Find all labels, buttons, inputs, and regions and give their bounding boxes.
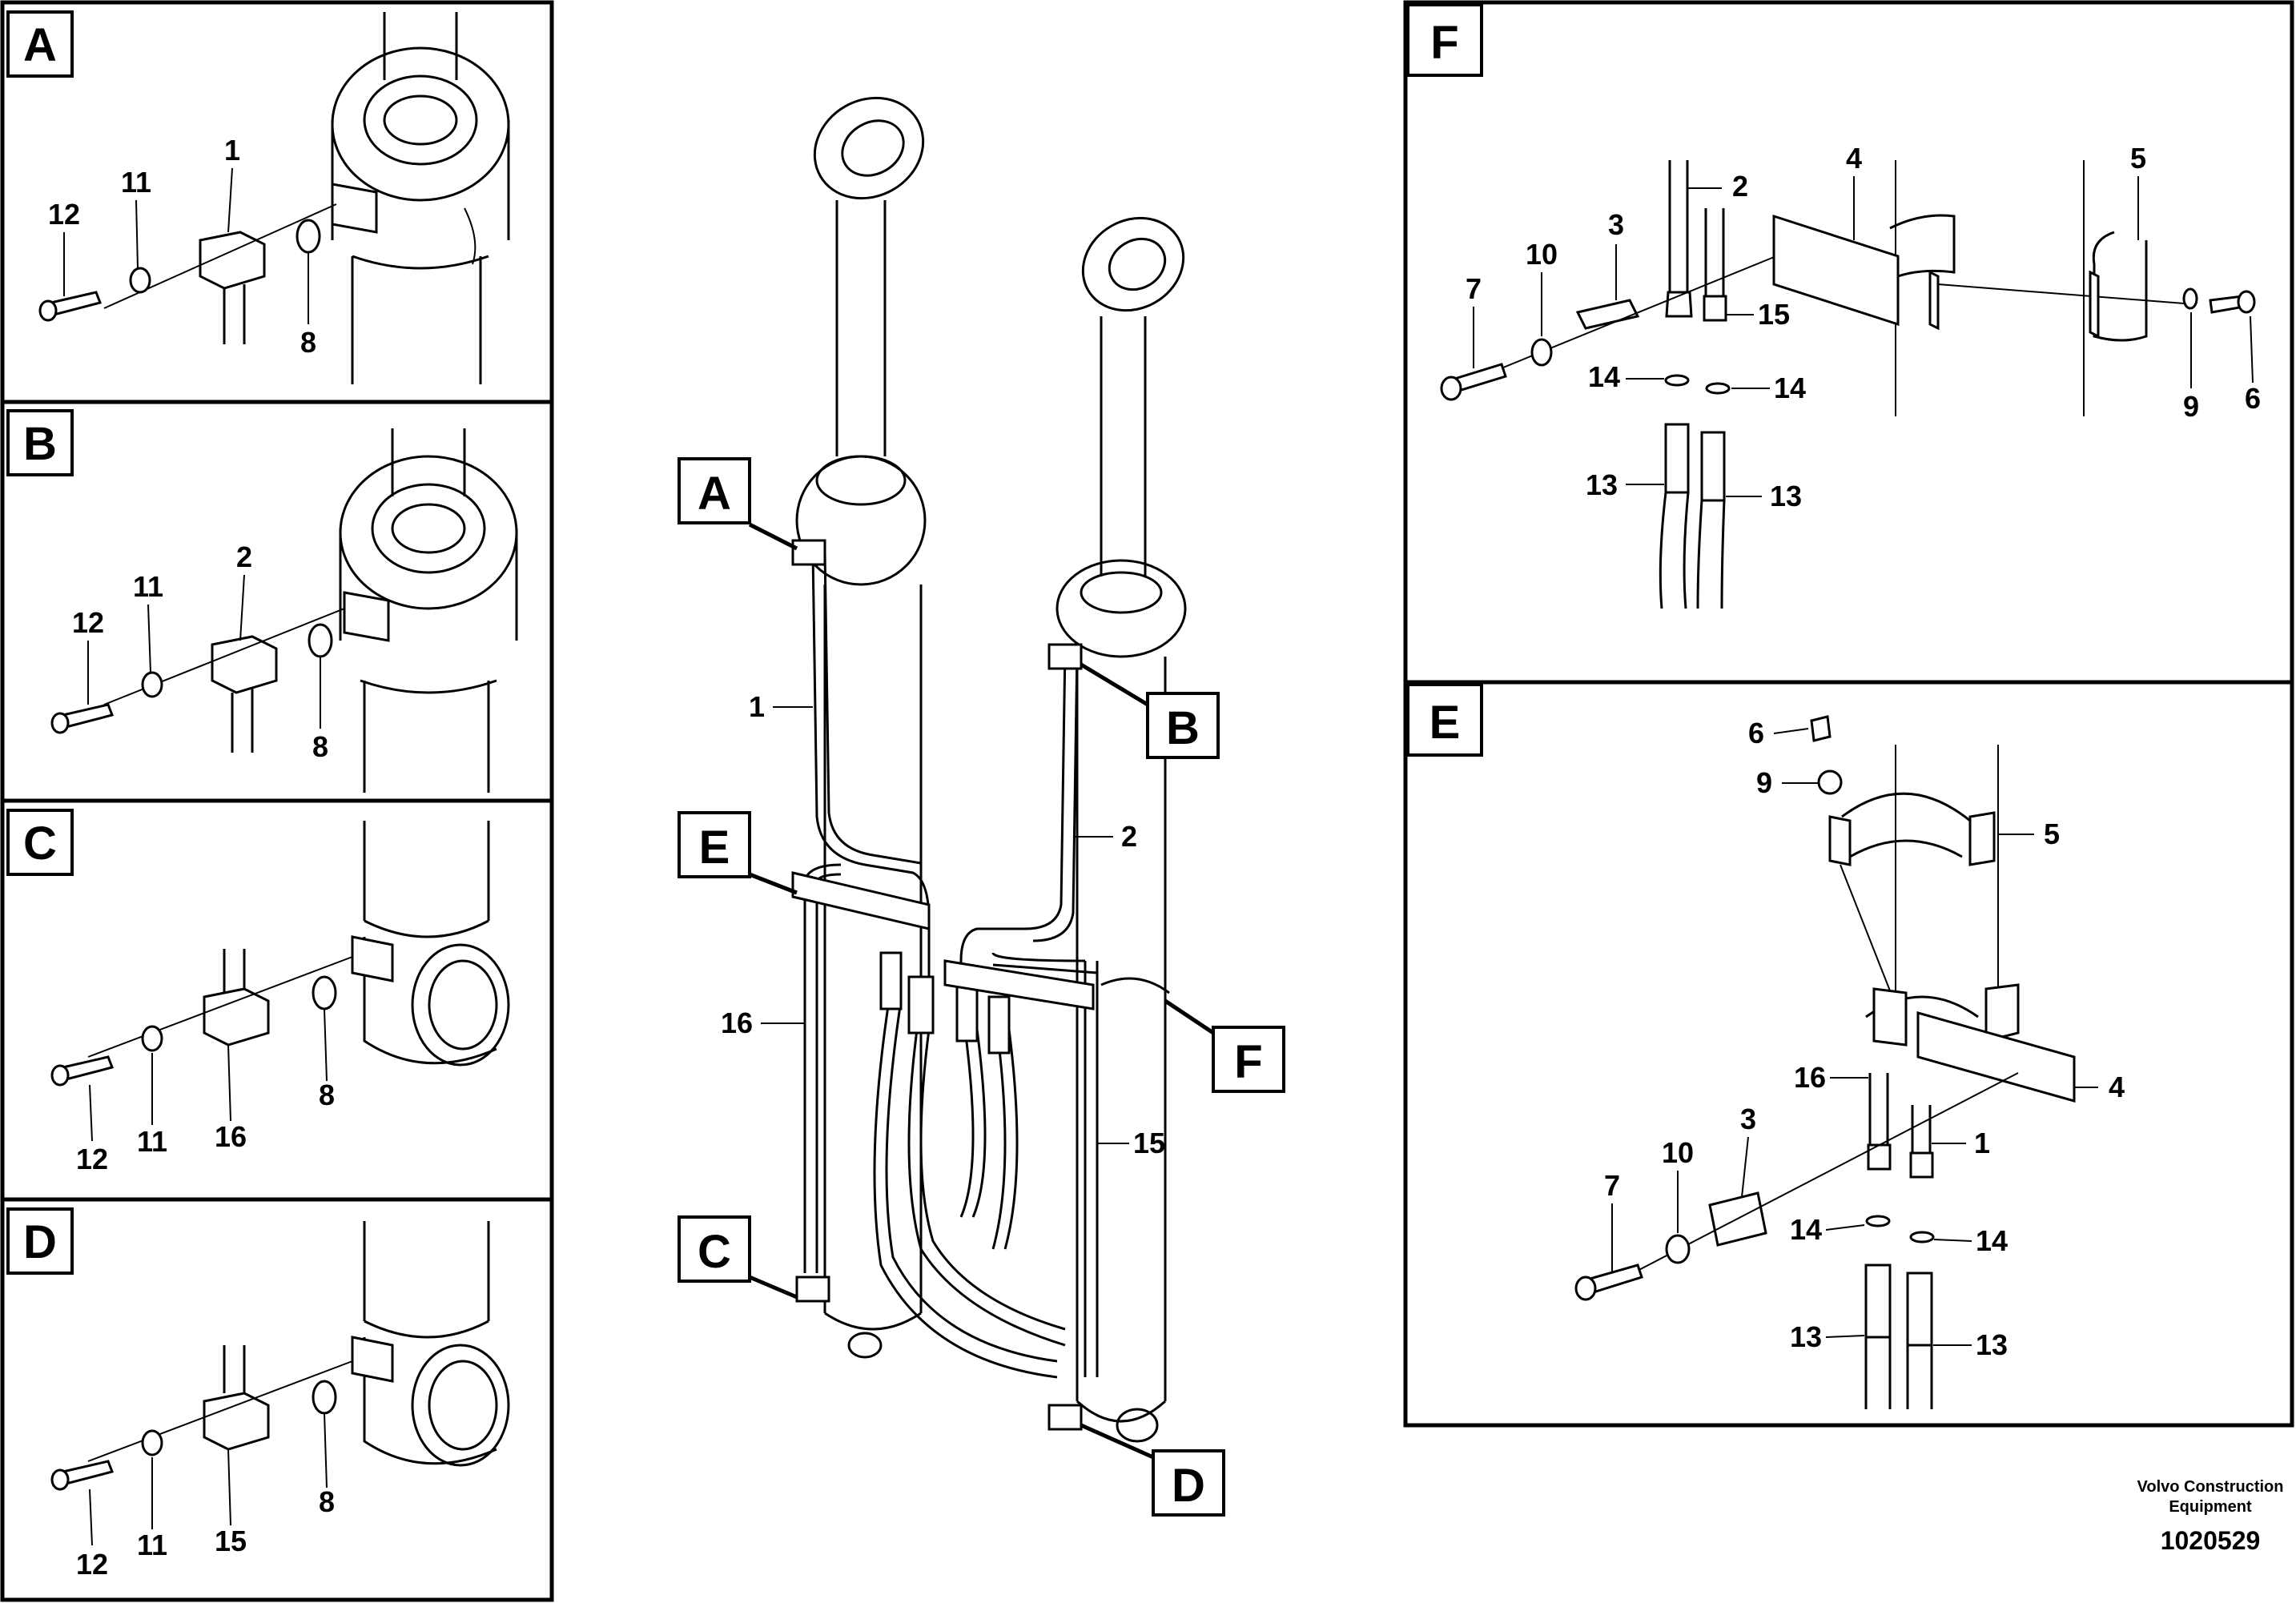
detail-panel-e: E 6 9 5 4 — [1406, 683, 2125, 1409]
callout-f-oring14a: 14 — [1588, 360, 1620, 393]
callout-f-hose13a: 13 — [1586, 468, 1618, 501]
callout-f-hose13b: 13 — [1770, 480, 1802, 512]
callout-b-washer: 11 — [133, 570, 163, 603]
callout-e-washer10: 10 — [1662, 1136, 1694, 1169]
detail-panel-d: D 12 11 15 8 — [6, 1207, 510, 1581]
callout-f-nut15: 15 — [1758, 298, 1790, 331]
detail-panel-a: A 12 11 1 8 — [6, 10, 510, 384]
callout-e-washer9: 9 — [1756, 766, 1772, 799]
figure-id: 1020529 — [2161, 1526, 2261, 1555]
callout-b-oring: 8 — [312, 730, 328, 763]
callout-c-pipe: 16 — [215, 1120, 247, 1153]
main-cylinder-assembly — [791, 96, 1187, 1443]
main-label-f: F — [1234, 1036, 1262, 1088]
callout-d-oring: 8 — [319, 1485, 335, 1518]
callout-f-bolt6: 6 — [2245, 382, 2261, 415]
callout-box-b — [1146, 692, 1220, 759]
callout-e-oring14a: 14 — [1790, 1213, 1822, 1246]
callout-f-washer9: 9 — [2183, 390, 2199, 423]
callout-main-pipe2: 2 — [1121, 820, 1137, 853]
callout-c-oring: 8 — [319, 1079, 335, 1111]
callout-f-clamp-half: 5 — [2130, 142, 2146, 175]
callout-d-bolt: 12 — [76, 1548, 108, 1581]
main-label-a: A — [698, 468, 731, 520]
main-callouts: A B E F C D 1 2 16 15 — [678, 457, 1285, 1517]
detail-panel-b: B 12 11 2 8 — [6, 409, 518, 793]
main-label-b: B — [1166, 702, 1200, 754]
callout-e-hose13a: 13 — [1790, 1320, 1822, 1353]
callout-box-c — [678, 1215, 751, 1283]
detail-label-a: A — [23, 19, 57, 71]
detail-label-box-d — [6, 1207, 74, 1275]
detail-label-d: D — [23, 1216, 57, 1268]
detail-label-c: C — [23, 818, 57, 870]
callout-d-pipe: 15 — [215, 1525, 247, 1557]
main-label-d: D — [1172, 1460, 1205, 1512]
callout-a-block: 1 — [224, 134, 240, 167]
callout-f-clamp-bar: 4 — [1846, 142, 1862, 175]
detail-label-e: E — [1429, 697, 1461, 749]
callout-f-bolt7: 7 — [1466, 272, 1482, 305]
detail-label-box-f — [1406, 3, 1483, 77]
callout-e-hose13b: 13 — [1976, 1328, 2008, 1361]
detail-label-box-b — [6, 409, 74, 476]
callout-e-clamp-bar: 4 — [2109, 1071, 2125, 1103]
detail-label-box-a — [6, 10, 74, 78]
right-details-frame — [1403, 0, 2294, 1428]
callout-e-oring14b: 14 — [1976, 1224, 2008, 1257]
detail-panel-c: C 12 11 16 8 — [6, 809, 510, 1175]
callout-e-bolt6: 6 — [1748, 717, 1764, 749]
callout-box-e — [678, 811, 751, 878]
callout-c-bolt: 12 — [76, 1143, 108, 1175]
footer: Volvo Construction Equipment 1020529 — [2137, 1478, 2284, 1555]
callout-box-d — [1152, 1449, 1225, 1517]
detail-label-f: F — [1430, 17, 1458, 69]
callout-main-pipe15: 15 — [1133, 1127, 1165, 1159]
callout-e-pipe1: 1 — [1974, 1127, 1990, 1159]
callout-d-washer: 11 — [137, 1529, 167, 1561]
callout-main-pipe16: 16 — [721, 1006, 753, 1039]
callout-c-washer: 11 — [137, 1125, 167, 1158]
company-line-1: Volvo Construction — [2137, 1478, 2284, 1496]
callout-main-pipe1: 1 — [749, 690, 765, 723]
callout-box-a — [678, 457, 751, 524]
callout-a-bolt: 12 — [48, 198, 80, 231]
detail-label-box-c — [6, 809, 74, 876]
company-line-2: Equipment — [2169, 1498, 2252, 1516]
callout-f-clip: 3 — [1608, 208, 1624, 241]
callout-f-pipe2: 2 — [1732, 170, 1748, 203]
main-label-c: C — [698, 1226, 731, 1278]
callout-b-block: 2 — [236, 540, 252, 573]
callout-e-clip: 3 — [1740, 1103, 1756, 1135]
callout-a-washer: 11 — [121, 166, 151, 199]
callout-e-bolt7: 7 — [1604, 1169, 1620, 1202]
callout-e-clamp-half: 5 — [2044, 818, 2060, 850]
callout-box-f — [1212, 1026, 1285, 1093]
detail-panel-f: F 2 4 5 3 10 7 — [1406, 3, 2261, 609]
detail-label-b: B — [23, 418, 57, 470]
callout-e-pipe16: 16 — [1794, 1061, 1826, 1094]
callout-f-oring14b: 14 — [1774, 372, 1806, 404]
callout-a-oring: 8 — [300, 326, 316, 359]
detail-label-box-e — [1406, 683, 1483, 757]
callout-f-washer10: 10 — [1526, 238, 1558, 271]
callout-b-bolt: 12 — [72, 606, 104, 639]
main-label-e: E — [699, 822, 730, 874]
